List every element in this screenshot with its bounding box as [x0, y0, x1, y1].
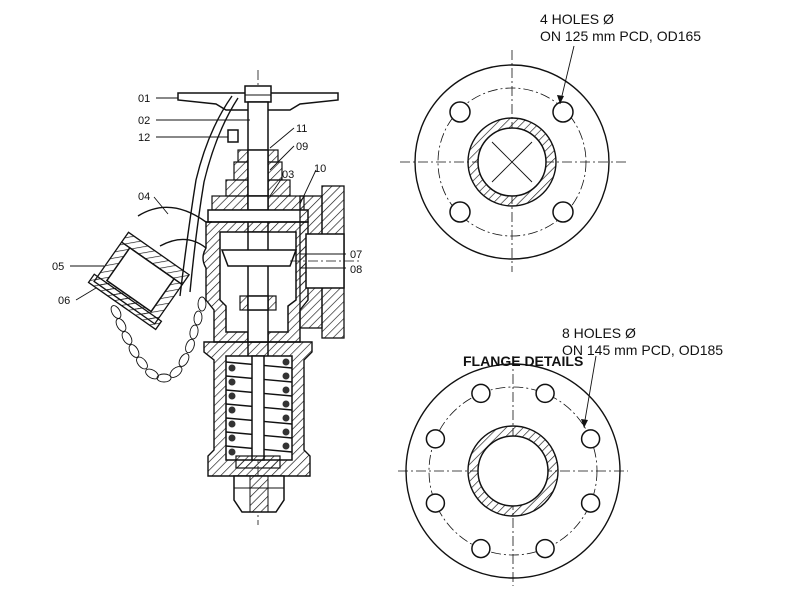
- top-flange-hole: [449, 101, 471, 123]
- bottom-flange-hole: [535, 538, 555, 559]
- bottom-flange-hole: [425, 493, 446, 513]
- bottom-flange-note-line2: ON 145 mm PCD, OD185: [562, 342, 723, 358]
- part-label-07: 07: [350, 249, 362, 261]
- bottom-flange-pcd: [428, 386, 598, 556]
- top-flange-pcd: [437, 87, 587, 237]
- bottom-flange-hole: [580, 493, 601, 513]
- valve-assembly: 01 02 12 11 09 03 10 04 05 06 07 08: [52, 70, 362, 525]
- part-label-group: 01 02 12 11 09 03 10 04 05 06 07 08: [52, 93, 362, 307]
- bottom-flange-view: FLANGE DETAILS 8 HOLES Ø ON 145 mm PCD, …: [398, 325, 723, 586]
- part-label-03: 03: [282, 169, 294, 181]
- part-label-02: 02: [138, 115, 150, 127]
- part-label-09: 09: [296, 141, 308, 153]
- part-label-01: 01: [138, 93, 150, 105]
- gland-assembly: [225, 149, 291, 197]
- chain: [110, 296, 207, 383]
- bottom-flange-holes: [425, 383, 601, 559]
- cable-wire: [179, 95, 233, 297]
- bottom-flange-hole: [471, 383, 491, 404]
- bottom-flange-hole: [580, 429, 601, 449]
- part-label-10: 10: [314, 163, 326, 175]
- leader-lines: [70, 97, 346, 301]
- bottom-flange-hole: [471, 538, 491, 559]
- flange-details-title: FLANGE DETAILS: [463, 353, 583, 369]
- top-flange-note-line1: 4 HOLES Ø: [540, 11, 614, 27]
- part-label-06: 06: [58, 295, 70, 307]
- bottom-flange-hole: [535, 383, 555, 404]
- top-flange-hole: [552, 201, 574, 223]
- top-flange-hole: [552, 101, 574, 123]
- cable-wire-2: [189, 97, 239, 293]
- bottom-flange-note-line1: 8 HOLES Ø: [562, 325, 636, 341]
- bottom-flange-outer-circle: [405, 363, 621, 579]
- bottom-flange-hole: [425, 429, 446, 449]
- top-flange-hole: [449, 201, 471, 223]
- inlet-elbow: [137, 206, 212, 249]
- cable-clip: [227, 129, 239, 143]
- valve-body: [202, 221, 309, 343]
- part-label-11: 11: [296, 123, 307, 135]
- top-flange-note-line2: ON 125 mm PCD, OD165: [540, 28, 701, 44]
- top-flange-outer-circle: [414, 64, 610, 260]
- part-label-08: 08: [350, 264, 362, 276]
- bottom-nut: [233, 475, 285, 513]
- part-label-05: 05: [52, 261, 64, 273]
- outlet-flange: [290, 185, 360, 339]
- top-flange-view: 4 HOLES Ø ON 125 mm PCD, OD165: [400, 11, 701, 272]
- bonnet-flange: [207, 195, 309, 223]
- part-label-12: 12: [138, 132, 150, 144]
- cap-assembly: [87, 231, 191, 331]
- spring-housing: [203, 341, 313, 477]
- part-label-04: 04: [138, 191, 150, 203]
